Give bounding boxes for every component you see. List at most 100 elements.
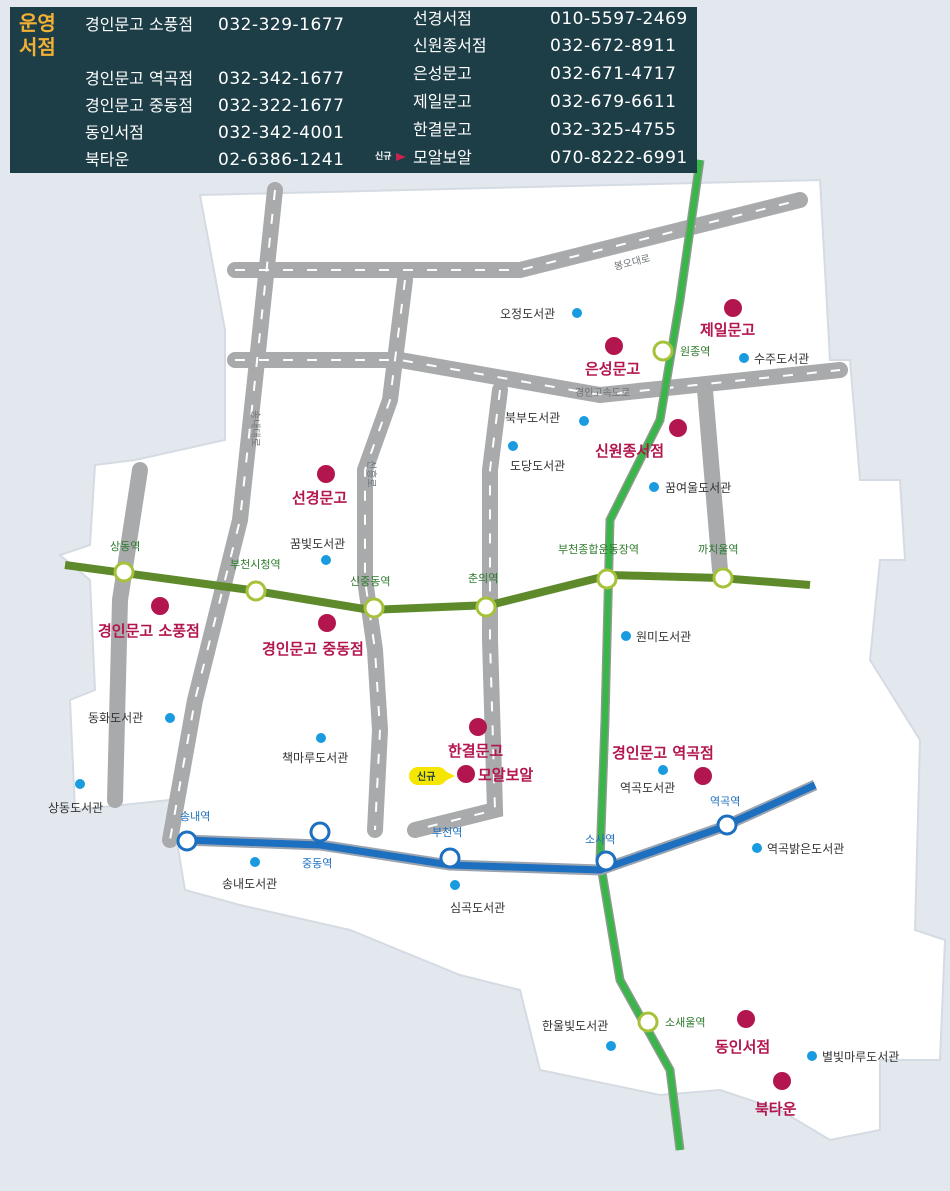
station-sinjungdong: 신중동역 [350,575,390,619]
station-songnae: 송내역 [176,810,210,852]
station-sangdong: 상동역 [110,540,140,583]
station-label: 까치울역 [698,543,738,556]
library-kkumbit: 꿈빛도서관 [290,537,345,565]
store-label: 경인문고 역곡점 [612,744,714,762]
road-west [107,462,148,808]
station-label: 중동역 [302,857,332,870]
station-label: 상동역 [110,540,140,553]
right-store-name-4: 한결문고 [413,120,472,139]
library-byeolbitmaru: 별빛마루도서관 [807,1050,899,1064]
station-label: 역곡역 [710,795,740,808]
library-label: 꿈여울도서관 [665,481,731,495]
station-label: 부천종합운동장역 [558,542,639,556]
right-store-name-0: 선경서점 [413,9,472,28]
store-label: 경인문고 중동점 [262,640,364,658]
road-label-songnae: 송내대로 [249,410,261,447]
library-ojeong: 오정도서관 [500,307,582,321]
station-chunui: 춘의역 [468,572,498,618]
station-label: 원종역 [680,345,710,358]
right-store-phone-4: 032-325-4755 [550,120,677,140]
store-label: 동인서점 [715,1038,770,1056]
station-sosa: 소사역 [585,833,617,872]
panel-title-text: 운영 서점 [19,11,56,59]
library-label: 상동도서관 [48,801,103,815]
station-bucheon: 부천역 [432,825,462,869]
library-wonmi: 원미도서관 [621,630,691,644]
library-kkumyeoul: 꿈여울도서관 [649,481,731,495]
store-info-panel: 운영 서점 경인문고 소풍점 032-329-1677 경인문고 역곡점 032… [10,7,697,173]
map-new-badge: 신규 [409,767,455,785]
store-label: 제일문고 [700,321,755,339]
library-suju: 수주도서관 [739,352,809,366]
library-label: 동화도서관 [88,711,143,725]
library-chaekmaru: 책마루도서관 [282,733,348,765]
library-label: 원미도서관 [636,630,691,644]
left-store-phone-3: 032-342-4001 [218,123,345,143]
library-markers: 오정도서관 수주도서관 북부도서관 도당도서관 꿈여울도서관 꿈빛도서관 원미도… [48,307,899,1064]
library-label: 북부도서관 [505,411,560,425]
station-label: 춘의역 [468,572,498,585]
library-label: 별빛마루도서관 [822,1050,899,1064]
store-gyeongin-yeokgok: 경인문고 역곡점 [612,744,714,785]
library-donghwa: 동화도서관 [88,711,175,725]
store-hangyeol: 한결문고 [448,718,503,760]
left-store-phone-1: 032-342-1677 [218,69,345,89]
left-store-name-4: 북타운 [85,150,130,169]
station-label: 소새울역 [665,1016,705,1029]
left-store-phone-2: 032-322-1677 [218,96,345,116]
store-sinwonjong: 신원종서점 [595,419,687,460]
store-seongyeong: 선경문고 [292,465,347,507]
road-east [697,382,728,578]
store-label: 은성문고 [585,360,640,378]
right-store-name-2: 은성문고 [413,64,472,83]
station-jungdong: 중동역 [302,821,332,870]
right-store-phone-3: 032-679-6611 [550,92,677,112]
right-store-name-3: 제일문고 [413,92,472,111]
library-label: 역곡도서관 [620,781,675,795]
store-gyeongin-sopung: 경인문고 소풍점 [98,597,200,640]
right-store-phone-1: 032-672-8911 [550,36,677,56]
library-label: 도당도서관 [510,459,565,473]
store-label: 경인문고 소풍점 [98,622,200,640]
left-store-phone-0: 032-329-1677 [218,15,345,35]
right-store-phone-0: 010-5597-2469 [550,9,688,29]
station-yeokgok: 역곡역 [710,795,740,836]
library-label: 꿈빛도서관 [290,537,345,551]
station-sosaeul: 소새울역 [637,1011,705,1033]
store-gyeongin-jungdong: 경인문고 중동점 [262,614,364,658]
station-label: 송내역 [180,810,210,823]
store-jeil: 제일문고 [700,299,755,339]
store-label: 북타운 [755,1100,797,1118]
store-eunseong: 은성문고 [585,337,640,378]
library-label: 책마루도서관 [282,750,348,765]
store-label: 신원종서점 [595,442,664,460]
road-label-sinheung: 신흥로 [365,460,378,488]
road-label-expressway: 경인고속도로 [575,386,630,399]
map-new-badge-text: 신규 [417,770,435,783]
store-moalboal: 모알보알 [457,765,533,784]
library-label: 수주도서관 [754,352,809,366]
left-store-name-3: 동인서점 [85,123,144,142]
station-label: 신중동역 [350,575,390,588]
library-sangdong: 상동도서관 [48,779,103,815]
station-label: 부천역 [432,825,462,839]
store-label: 모알보알 [478,766,533,784]
right-store-phone-5: 070-8222-6991 [550,148,688,168]
library-label: 오정도서관 [500,307,555,321]
station-wonjong: 원종역 [652,340,710,362]
station-sports-complex: 부천종합운동장역 [558,542,639,590]
store-booktown: 북타운 [755,1072,797,1118]
right-store-name-5: 모알보알 [413,148,472,167]
library-songnae: 송내도서관 [222,857,277,891]
station-bucheon-cityhall: 부천시청역 [230,557,281,602]
left-store-phone-4: 02-6386-1241 [218,150,345,170]
left-store-name-0: 경인문고 소풍점 [85,15,194,34]
road-bongo [227,192,808,278]
library-yeokgok: 역곡도서관 [620,765,675,795]
station-label: 소사역 [585,833,615,846]
left-store-name-2: 경인문고 중동점 [85,96,194,115]
library-dodang: 도당도서관 [508,441,565,473]
station-label: 부천시청역 [230,557,281,571]
store-markers: 제일문고 은성문고 신원종서점 선경문고 경인문고 소풍점 경인문고 중동점 한… [98,299,797,1118]
